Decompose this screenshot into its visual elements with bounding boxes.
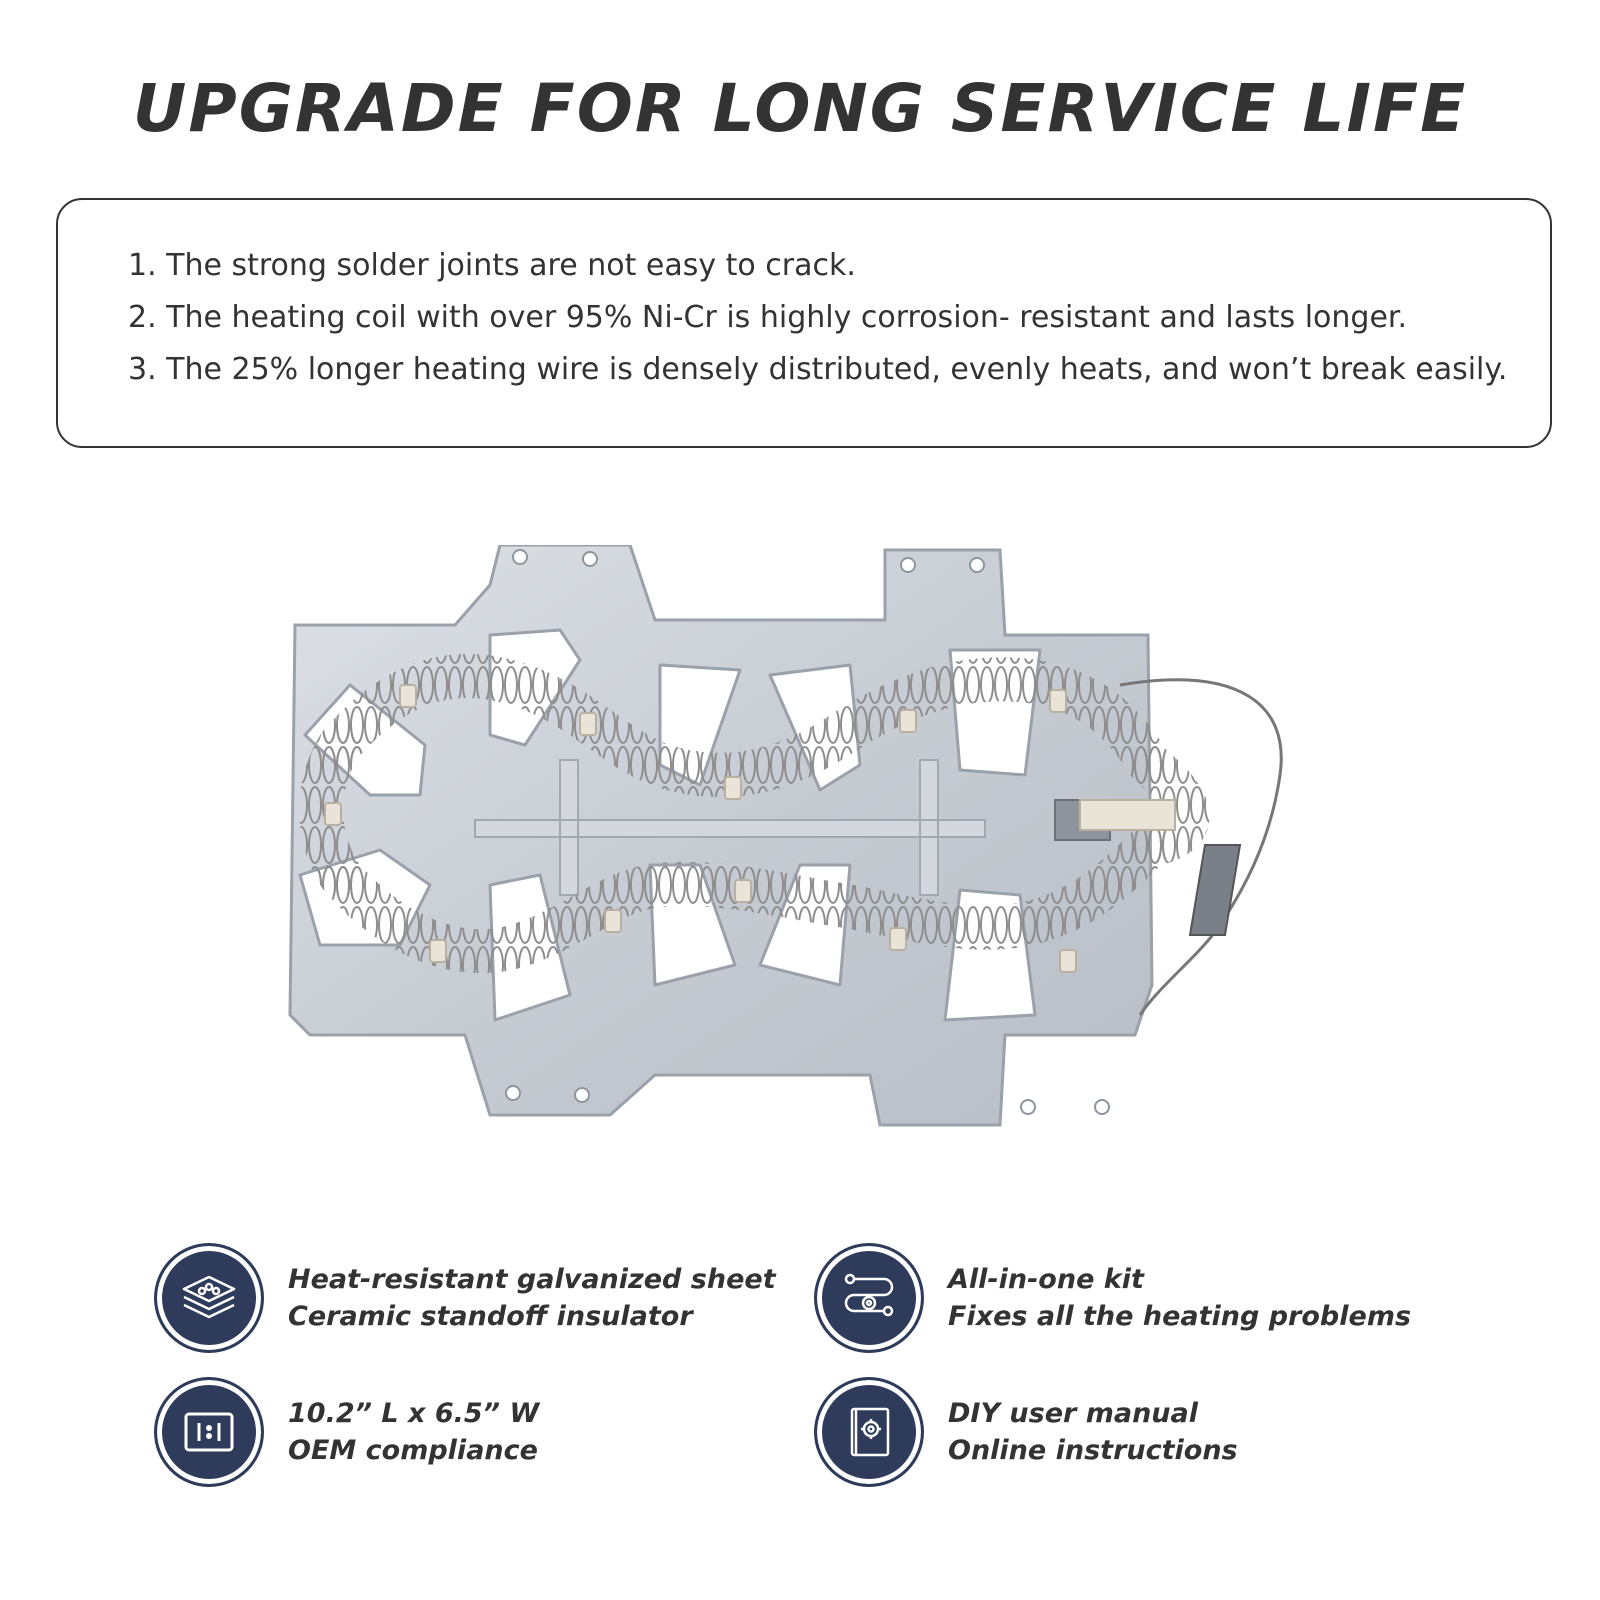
feature-item: 3. The 25% longer heating wire is densel… (128, 352, 1508, 387)
feature-item: 1. The strong solder joints are not easy… (128, 248, 856, 283)
feature-item: 2. The heating coil with over 95% Ni-Cr … (128, 300, 1408, 335)
dimension-ratio-icon (154, 1377, 264, 1487)
layered-sheet-icon (154, 1243, 264, 1353)
features-list: 1. The strong solder joints are not easy… (58, 200, 1550, 396)
spec-line-1: Heat-resistant galvanized sheet (288, 1264, 776, 1295)
spec-line-1: DIY user manual (948, 1398, 1199, 1429)
page-title: UPGRADE FOR LONG SERVICE LIFE (132, 70, 1468, 147)
manual-book-icon (814, 1377, 924, 1487)
gear-path-icon (814, 1243, 924, 1353)
spec-line-2: OEM compliance (288, 1435, 538, 1466)
spec-line-1: All-in-one kit (948, 1264, 1144, 1295)
spec-item-kit: All-in-one kit Fixes all the heating pro… (814, 1243, 1411, 1353)
features-box: 1. The strong solder joints are not easy… (56, 198, 1552, 448)
spec-line-2: Online instructions (948, 1435, 1238, 1466)
spec-item-sheet: Heat-resistant galvanized sheet Ceramic … (154, 1243, 776, 1353)
spec-line-2: Ceramic standoff insulator (288, 1301, 693, 1332)
spec-line-2: Fixes all the heating problems (948, 1301, 1412, 1332)
spec-line-1: 10.2” L x 6.5” W (288, 1398, 540, 1429)
heating-element-image (288, 545, 1283, 1127)
spec-item-manual: DIY user manual Online instructions (814, 1377, 1238, 1487)
spec-item-size: 10.2” L x 6.5” W OEM compliance (154, 1377, 539, 1487)
